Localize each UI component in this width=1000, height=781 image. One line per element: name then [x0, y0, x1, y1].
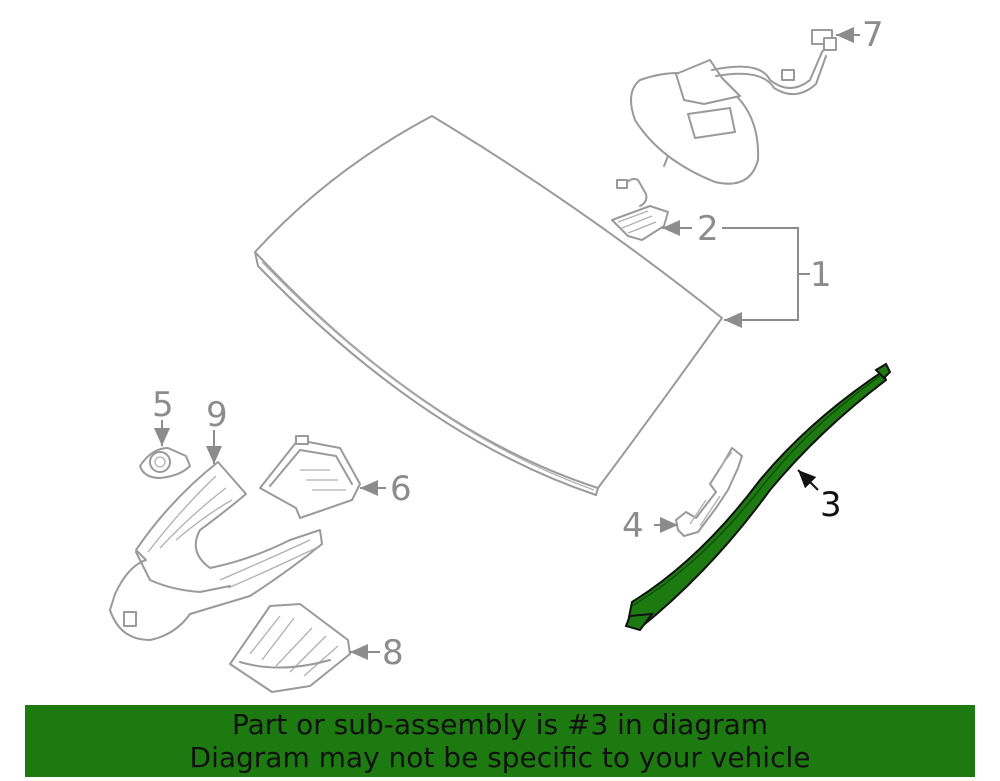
console-panel: [229, 603, 351, 693]
console-module: [259, 435, 361, 519]
callout-4: 4: [622, 506, 644, 546]
callout-7: 7: [862, 15, 884, 55]
callout-9: 9: [206, 395, 228, 435]
small-sensor: [139, 447, 191, 479]
callout-2: 2: [697, 209, 719, 249]
moulding-clip: [675, 447, 743, 537]
rain-sensor: [611, 178, 669, 241]
callout-8: 8: [382, 633, 404, 673]
callout-6: 6: [390, 469, 412, 509]
banner-line-2: Diagram may not be specific to your vehi…: [189, 741, 811, 774]
callout-1: 1: [810, 255, 832, 295]
info-banner: Part or sub-assembly is #3 in diagram Di…: [25, 705, 975, 777]
callout-3: 3: [820, 485, 842, 525]
console-housing: [109, 461, 323, 641]
windshield-moulding: [624, 362, 892, 632]
callout-5: 5: [152, 385, 174, 425]
rear-view-mirror: [630, 29, 837, 185]
parts-diagram: 1 2 3 4 5 6 7 8 9: [109, 15, 892, 693]
windshield-glass: [254, 115, 723, 496]
banner-line-1: Part or sub-assembly is #3 in diagram: [231, 708, 769, 741]
leader-lines: [154, 27, 860, 660]
